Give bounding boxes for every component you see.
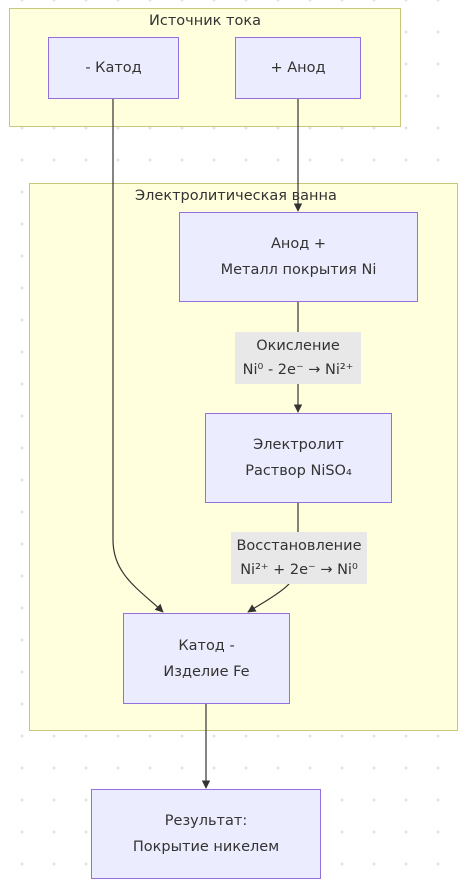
result-node: Результат: Покрытие никелем bbox=[91, 789, 321, 879]
anode-source-label: + Анод bbox=[270, 60, 326, 76]
electrolyte-label-line2: Раствор NiSO₄ bbox=[245, 463, 352, 479]
result-label-line1: Результат: bbox=[164, 813, 248, 829]
anode-bath-label-line2: Металл покрытия Ni bbox=[220, 262, 377, 278]
cathode-source-node: - Катод bbox=[48, 37, 179, 99]
cathode-bath-label-line1: Катод - bbox=[178, 637, 235, 654]
anode-source-node: + Анод bbox=[235, 37, 361, 99]
electrolyte-node: Электролит Раствор NiSO₄ bbox=[205, 413, 392, 503]
electrolytic-bath-title: Электролитическая ванна bbox=[135, 188, 337, 204]
reduction-label-line1: Восстановление bbox=[236, 538, 362, 554]
oxidation-label-line1: Окисление bbox=[256, 338, 340, 354]
cathode-bath-node: Катод - Изделие Fe bbox=[123, 613, 290, 704]
electrolyte-label-line1: Электролит bbox=[253, 437, 344, 453]
power-source-title: Источник тока bbox=[149, 13, 261, 29]
result-label-line2: Покрытие никелем bbox=[132, 839, 280, 855]
cathode-source-label: - Катод bbox=[85, 60, 142, 76]
anode-bath-label-line1: Анод + bbox=[270, 236, 327, 252]
oxidation-edge-label: Окисление Ni⁰ - 2e⁻ → Ni²⁺ bbox=[235, 332, 361, 384]
oxidation-label-line2: Ni⁰ - 2e⁻ → Ni²⁺ bbox=[242, 362, 354, 378]
cathode-bath-label-line2: Изделие Fe bbox=[163, 663, 250, 680]
reduction-edge-label: Восстановление Ni²⁺ + 2e⁻ → Ni⁰ bbox=[231, 532, 367, 584]
reduction-label-line2: Ni²⁺ + 2e⁻ → Ni⁰ bbox=[240, 562, 358, 578]
anode-bath-node: Анод + Металл покрытия Ni bbox=[179, 212, 418, 302]
